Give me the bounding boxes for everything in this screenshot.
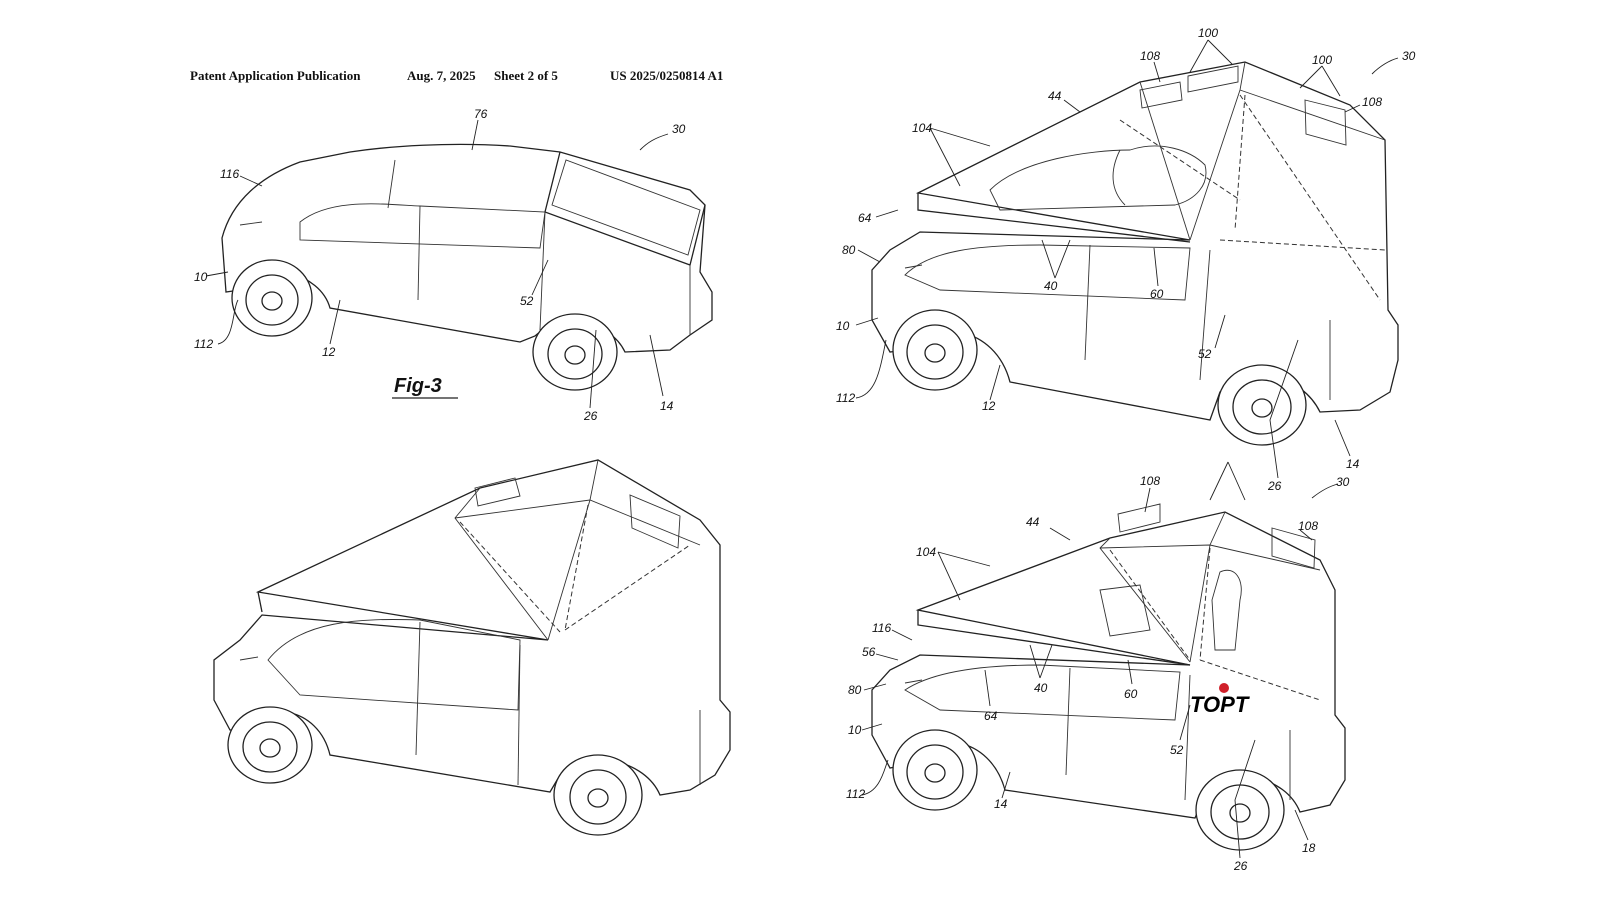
- ref-64: 64: [858, 211, 872, 225]
- ref-52: 52: [520, 294, 534, 308]
- ref-10: 10: [194, 270, 208, 284]
- ref-52: 52: [1198, 347, 1212, 361]
- vehicle-view-deployed: [213, 459, 731, 836]
- ref-56: 56: [862, 645, 876, 659]
- ref-40: 40: [1044, 279, 1058, 293]
- publication-number: US 2025/0250814 A1: [610, 68, 724, 83]
- ref-44: 44: [1048, 89, 1062, 103]
- ref-26: 26: [1233, 859, 1248, 873]
- ref-10: 10: [848, 723, 862, 737]
- ref-52: 52: [1170, 743, 1184, 757]
- vehicle-view-sleeping: [855, 39, 1399, 479]
- ref-80: 80: [848, 683, 862, 697]
- watermark-logo: TOPT: [1190, 692, 1250, 717]
- ref-100-b: 100: [1312, 53, 1332, 67]
- ref-10: 10: [836, 319, 850, 333]
- ref-108-a: 108: [1140, 49, 1160, 63]
- ref-104: 104: [916, 545, 936, 559]
- ref-60: 60: [1124, 687, 1138, 701]
- ref-108-b: 108: [1362, 95, 1382, 109]
- ref-116: 116: [872, 621, 891, 635]
- vehicle-view-closed: [205, 119, 713, 409]
- ref-14: 14: [1346, 457, 1360, 471]
- ref-26: 26: [583, 409, 598, 423]
- ref-100-a: 100: [1198, 26, 1218, 40]
- ref-116: 116: [220, 167, 239, 181]
- ref-80: 80: [842, 243, 856, 257]
- ref-44: 44: [1026, 515, 1040, 529]
- figure-label: Fig-3: [394, 375, 442, 397]
- ref-26: 26: [1267, 479, 1282, 493]
- ref-60: 60: [1150, 287, 1164, 301]
- vehicle-view-seated: [861, 461, 1346, 859]
- ref-112: 112: [846, 787, 865, 801]
- ref-64: 64: [984, 709, 998, 723]
- ref-108-b: 108: [1298, 519, 1318, 533]
- publication-label: Patent Application Publication: [190, 68, 361, 83]
- ref-112: 112: [194, 337, 213, 351]
- ref-30: 30: [1402, 49, 1416, 63]
- publication-date: Aug. 7, 2025: [407, 68, 476, 83]
- ref-40: 40: [1034, 681, 1048, 695]
- ref-14: 14: [660, 399, 674, 413]
- ref-112: 112: [836, 391, 855, 405]
- sheet-number: Sheet 2 of 5: [494, 68, 558, 83]
- ref-30: 30: [672, 122, 686, 136]
- ref-30: 30: [1336, 475, 1350, 489]
- logo-accent-mark: [1219, 683, 1229, 693]
- ref-108-a: 108: [1140, 474, 1160, 488]
- ref-18: 18: [1302, 841, 1316, 855]
- ref-104: 104: [912, 121, 932, 135]
- ref-12: 12: [322, 345, 336, 359]
- ref-12: 12: [982, 399, 996, 413]
- ref-14: 14: [994, 797, 1008, 811]
- ref-76: 76: [474, 107, 488, 121]
